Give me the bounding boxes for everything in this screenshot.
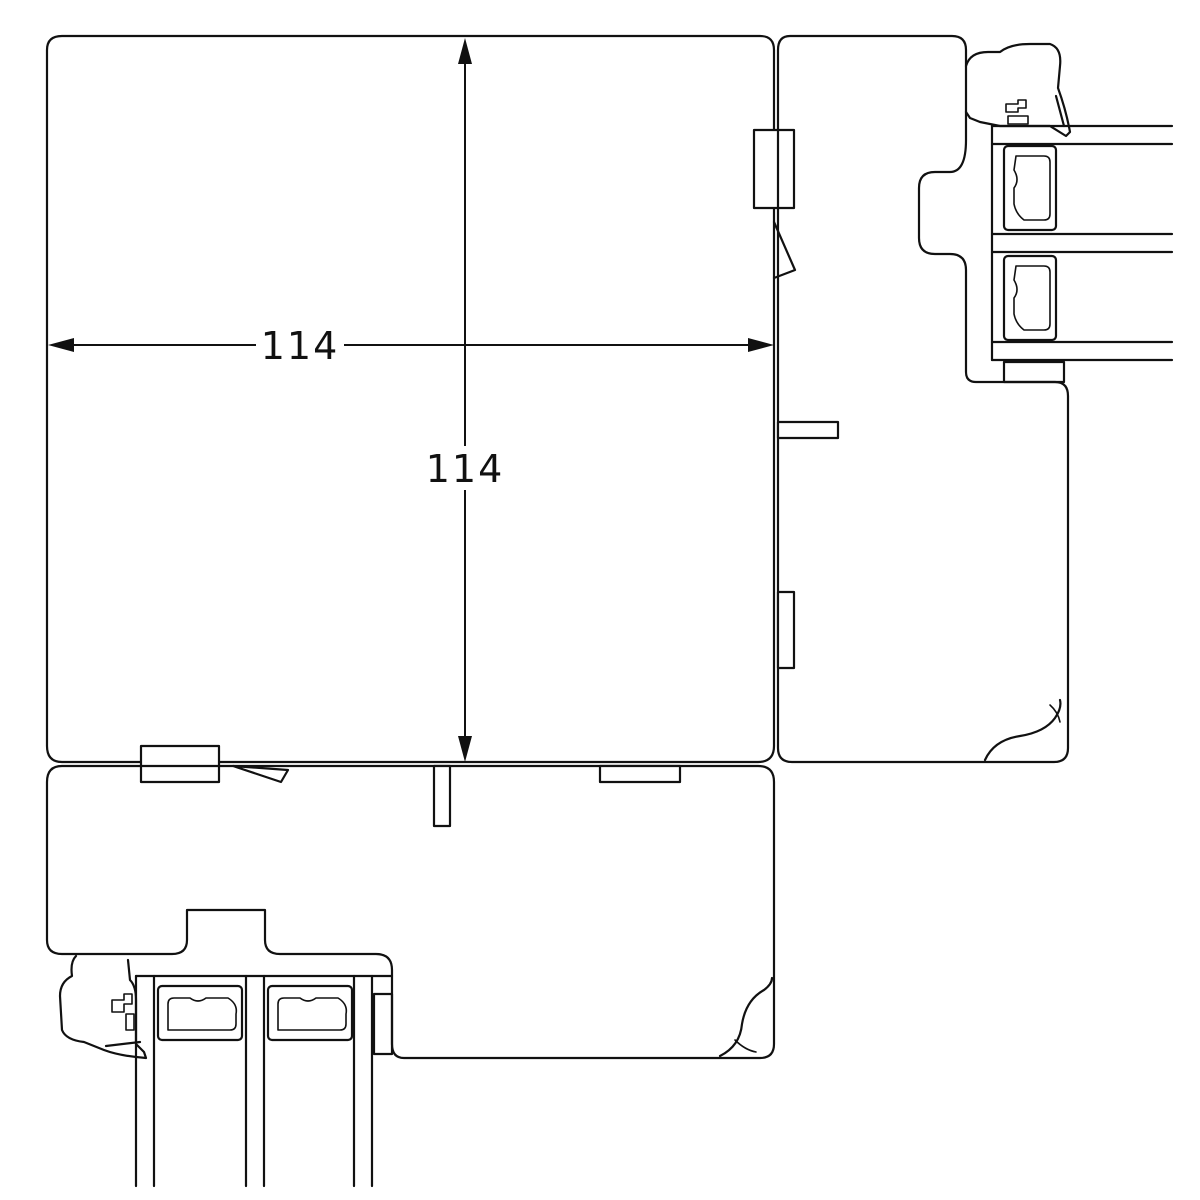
bottom-glazing-assembly	[58, 954, 394, 1188]
vertical-dimension-arrow-bottom	[458, 736, 472, 762]
right-frame-member	[776, 34, 1070, 764]
corner-post	[45, 34, 797, 784]
horizontal-dimension-label: 114	[261, 324, 340, 368]
vertical-dimension-arrow-top	[458, 38, 472, 64]
right-glazing-assembly	[964, 42, 1174, 384]
horizontal-dimension-arrow-left	[48, 338, 74, 352]
vertical-dimension-label: 114	[426, 447, 505, 491]
horizontal-dimension: 114	[48, 324, 774, 368]
bottom-frame-member	[45, 764, 776, 1060]
vertical-dimension: 114	[424, 38, 506, 762]
horizontal-dimension-arrow-right	[748, 338, 774, 352]
